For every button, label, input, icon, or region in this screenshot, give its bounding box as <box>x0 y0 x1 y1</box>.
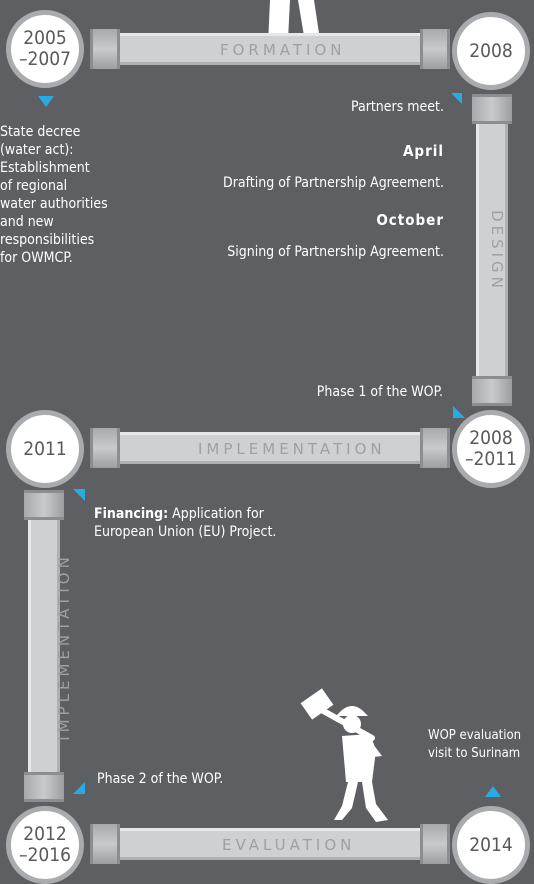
design-pipe <box>476 124 508 376</box>
design-label: DESIGN <box>487 210 506 292</box>
pointer-icon <box>73 489 85 501</box>
partners-meet-note: Partners meet. <box>351 99 444 115</box>
april-note: Drafting of Partnership Agreement. <box>223 175 444 191</box>
pipe-joint <box>472 94 512 124</box>
pipe-joint <box>420 824 450 864</box>
implementation-side-pipe <box>28 520 60 772</box>
milestone-2011: 2011 <box>6 410 84 488</box>
formation-pipe <box>120 33 420 65</box>
pointer-icon <box>38 96 54 107</box>
formation-label: FORMATION <box>220 41 346 59</box>
financing-note: Financing: Application for European Unio… <box>94 505 354 541</box>
pipe-joint <box>24 490 64 520</box>
milestone-2014: 2014 <box>452 806 530 884</box>
pointer-icon <box>73 782 85 794</box>
state-decree-note: State decree (water act): Establishment … <box>0 124 108 266</box>
october-heading: October <box>376 211 444 229</box>
milestone-2008-2011: 2008 –2011 <box>452 410 530 488</box>
pipe-joint <box>420 428 450 468</box>
evaluation-pipe <box>120 828 420 860</box>
milestone-2012-2016: 2012 –2016 <box>6 806 84 884</box>
implementation-pipe <box>120 432 420 464</box>
financing-label: Financing: <box>94 506 169 522</box>
implementation-label: IMPLEMENTATION <box>198 440 386 458</box>
implementation-side-label: IMPLEMENTATION <box>54 553 73 741</box>
financing-text: Application for European Union (EU) Proj… <box>94 506 277 540</box>
pipe-joint <box>24 772 64 802</box>
worker-with-sledgehammer-icon <box>300 688 388 822</box>
wop-evaluation-note: WOP evaluation visit to Surinam <box>428 728 522 761</box>
pipe-joint <box>472 376 512 406</box>
milestone-2008: 2008 <box>452 12 530 90</box>
evaluation-label: EVALUATION <box>222 836 356 854</box>
pointer-icon <box>451 93 462 104</box>
april-heading: April <box>402 142 444 160</box>
pipe-joint <box>90 824 120 864</box>
phase1-note: Phase 1 of the WOP. <box>316 384 443 400</box>
october-note: Signing of Partnership Agreement. <box>227 244 444 260</box>
phase2-note: Phase 2 of the WOP. <box>97 771 224 787</box>
pipe-joint <box>90 29 120 69</box>
pointer-icon <box>453 406 465 418</box>
pipe-joint <box>420 29 450 69</box>
milestone-2005-2007: 2005 –2007 <box>6 10 84 88</box>
pointer-icon <box>485 786 501 797</box>
pipe-joint <box>90 428 120 468</box>
